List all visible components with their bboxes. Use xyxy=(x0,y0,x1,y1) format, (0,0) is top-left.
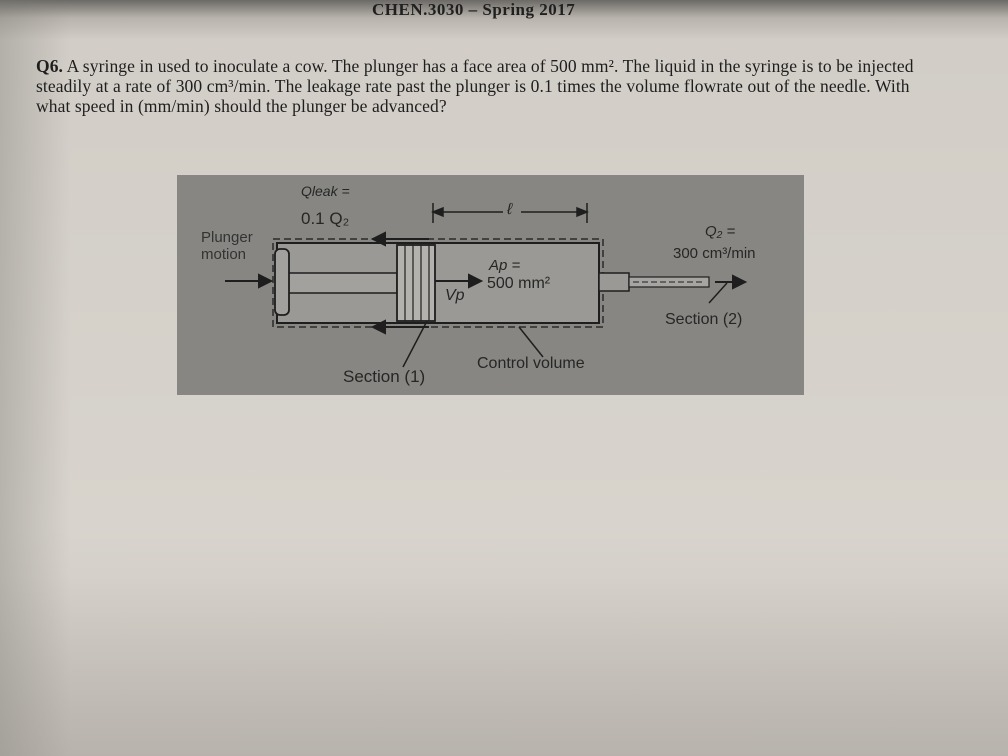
plunger-handle xyxy=(274,248,290,316)
q2-label: Q₂ = xyxy=(705,223,736,240)
question-block: Q6. A syringe in used to inoculate a cow… xyxy=(36,56,941,116)
length-label: ℓ xyxy=(507,201,513,218)
exit-flow-arrow xyxy=(715,274,748,290)
section2-label: Section (2) xyxy=(665,311,743,328)
area-value: 500 mm² xyxy=(487,275,551,292)
velocity-label: Vp xyxy=(445,287,465,304)
plunger-head xyxy=(396,244,436,322)
velocity-arrow xyxy=(435,273,484,289)
control-volume-pointer xyxy=(518,326,544,358)
syringe-figure: Qleak = 0.1 Q₂ ℓ Plunger motion Ap = 500… xyxy=(177,175,804,395)
page-shadow-left xyxy=(0,0,70,756)
plunger-rod xyxy=(284,272,398,294)
length-dimension xyxy=(430,203,590,223)
leak-arrows xyxy=(370,231,429,335)
section1-pointer xyxy=(402,320,428,368)
page-header: CHEN.3030 – Spring 2017 xyxy=(372,0,576,19)
control-volume-label: Control volume xyxy=(477,355,585,372)
question-text: A syringe in used to inoculate a cow. Th… xyxy=(36,56,914,116)
question-number: Q6. xyxy=(36,56,64,76)
area-label: Ap = xyxy=(489,257,521,274)
q-leak-value: 0.1 Q₂ xyxy=(301,209,350,228)
plunger-motion-label: Plunger motion xyxy=(201,229,253,263)
needle xyxy=(598,272,710,292)
q2-value: 300 cm³/min xyxy=(673,245,756,262)
page-shadow-bottom xyxy=(0,576,1008,756)
plunger-motion-arrow xyxy=(225,273,274,289)
q-leak-label: Qleak = xyxy=(301,183,350,199)
syringe-diagram xyxy=(225,203,748,368)
section2-pointer xyxy=(708,282,728,304)
section1-label: Section (1) xyxy=(343,367,426,386)
